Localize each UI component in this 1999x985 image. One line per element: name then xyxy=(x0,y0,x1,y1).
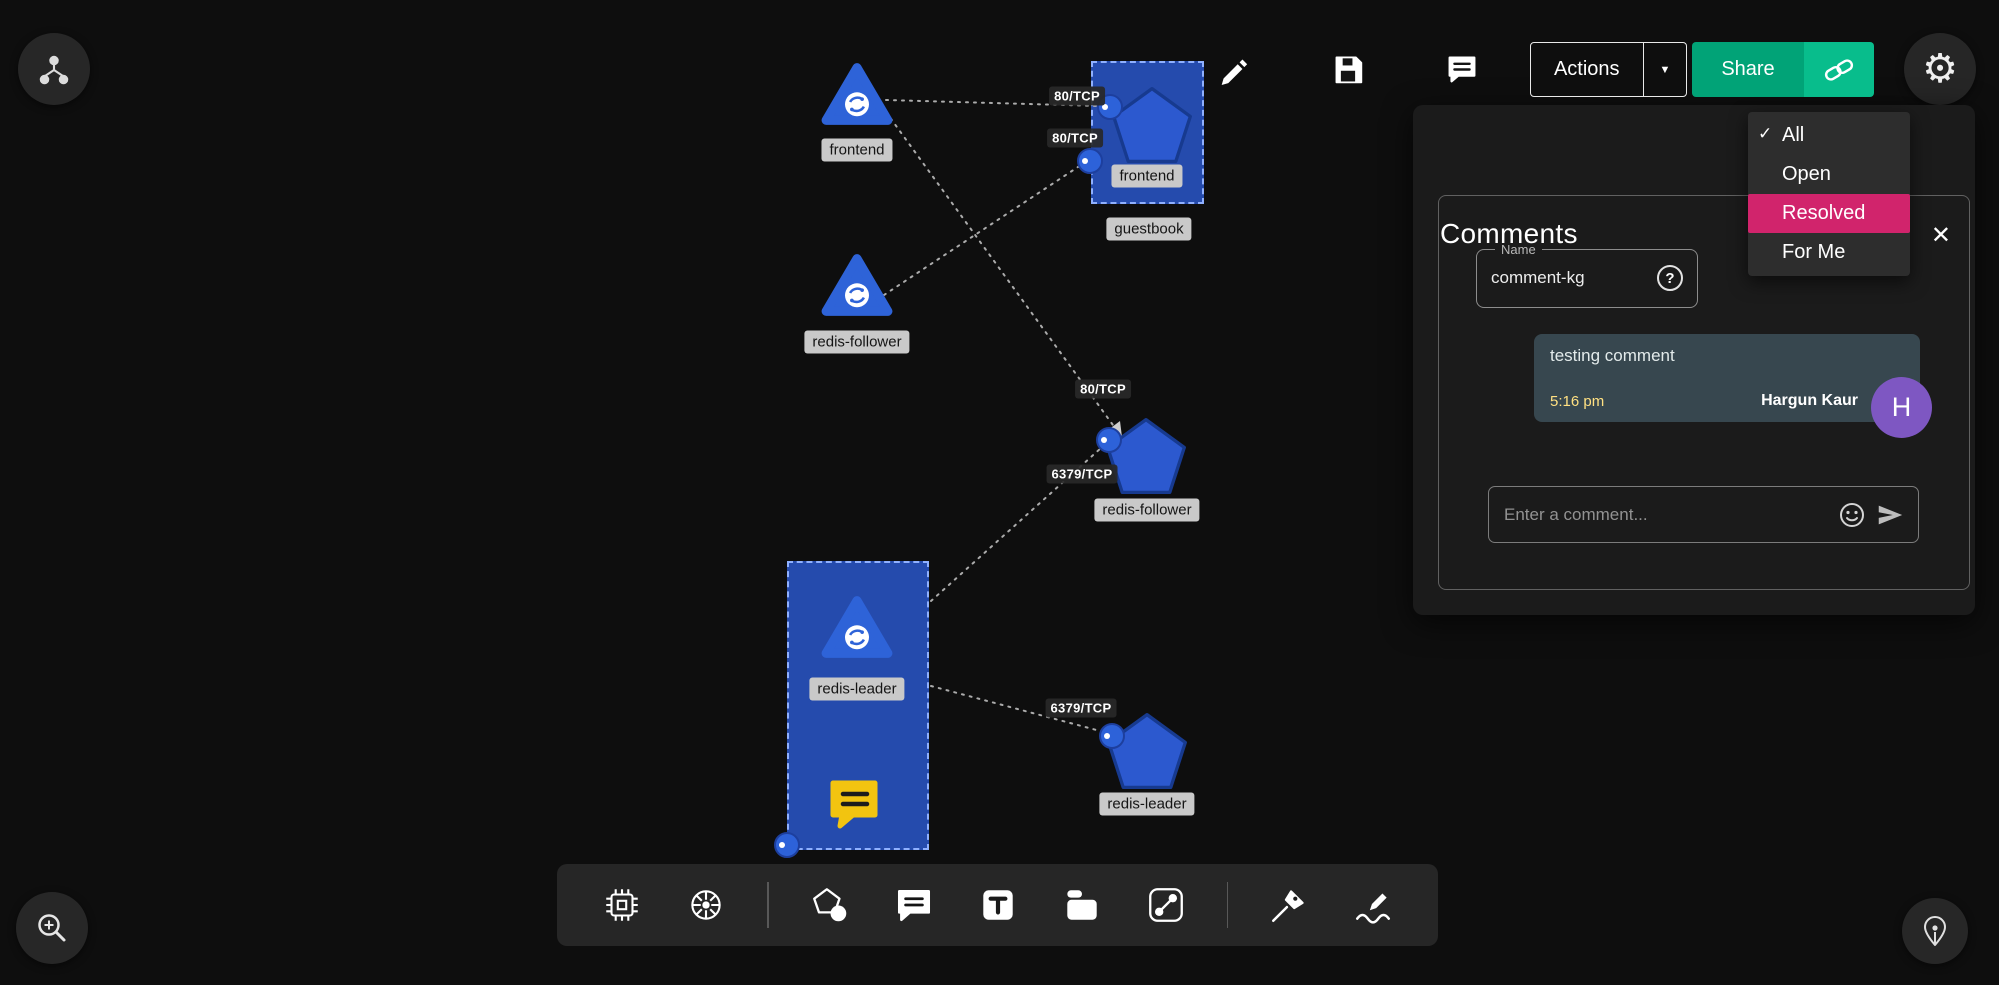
comments-panel-title: Comments xyxy=(1440,218,1578,249)
gear-icon: ⚙ xyxy=(1922,47,1958,91)
edge-label: 80/TCP xyxy=(1049,86,1105,106)
deployment-triangle-icon xyxy=(821,63,893,125)
pod-pentagon-icon xyxy=(1106,417,1186,495)
zoom-in-button[interactable] xyxy=(16,892,88,964)
port-frontend-pod-2[interactable] xyxy=(1077,148,1103,174)
actions-divider xyxy=(1642,43,1644,96)
pen-tool-icon xyxy=(1271,890,1304,923)
text-tool-icon xyxy=(982,890,1013,920)
node-label: redis-leader xyxy=(809,677,905,701)
hierarchy-view-button[interactable] xyxy=(18,33,90,105)
card-tool-icon xyxy=(1066,890,1097,920)
node-redis-leader-deployment[interactable] xyxy=(820,595,894,664)
comment-card[interactable]: testing comment 5:16 pm Hargun Kaur xyxy=(1534,334,1920,422)
comment-tool-icon xyxy=(897,890,930,922)
edge-label: 80/TCP xyxy=(1047,128,1103,148)
chip-icon xyxy=(606,889,638,921)
pod-pentagon-icon xyxy=(1112,86,1192,164)
node-redis-follower-deployment[interactable] xyxy=(820,253,894,322)
actions-button[interactable]: Actions ▼ xyxy=(1530,42,1687,97)
settings-button[interactable]: ⚙ xyxy=(1904,33,1976,105)
share-button[interactable]: Share xyxy=(1692,42,1874,97)
pencil-icon xyxy=(1221,59,1248,86)
port-redis-follower-pod[interactable] xyxy=(1096,427,1122,453)
edge-label: 6379/TCP xyxy=(1046,464,1118,484)
node-label: redis-leader xyxy=(1099,792,1195,816)
infrastructure-tool-button[interactable] xyxy=(599,882,645,928)
pencil-tool-button[interactable] xyxy=(1350,882,1396,928)
toolbar-divider xyxy=(767,882,769,928)
pencil-scribble-icon xyxy=(1355,893,1391,924)
name-field-label: Name xyxy=(1501,242,1536,257)
pen-mode-button[interactable] xyxy=(1902,898,1968,964)
card-tool-button[interactable] xyxy=(1059,882,1105,928)
canvas-comment-pin[interactable] xyxy=(825,777,883,836)
link-icon xyxy=(1824,58,1854,81)
name-field-value[interactable]: comment-kg xyxy=(1491,268,1585,287)
deployment-triangle-icon xyxy=(821,254,893,316)
zoom-in-icon xyxy=(38,914,66,942)
kubernetes-tool-button[interactable] xyxy=(683,882,729,928)
share-link-section[interactable] xyxy=(1804,42,1874,97)
filter-item-for-me[interactable]: For Me xyxy=(1782,241,1846,263)
node-label: frontend xyxy=(1111,164,1183,188)
edge-label: 80/TCP xyxy=(1075,379,1131,399)
edit-button[interactable] xyxy=(1211,47,1255,91)
shapes-tool-button[interactable] xyxy=(807,882,853,928)
node-frontend-pod[interactable] xyxy=(1111,86,1193,169)
comment-tool-button[interactable] xyxy=(891,882,937,928)
toolbar-divider xyxy=(1226,882,1228,928)
close-icon[interactable]: ✕ xyxy=(1930,222,1951,249)
save-floppy-icon xyxy=(1335,56,1363,84)
emoji-icon[interactable] xyxy=(1838,501,1866,529)
check-icon: ✓ xyxy=(1758,124,1773,143)
comment-input[interactable] xyxy=(1489,487,1918,542)
save-button[interactable] xyxy=(1326,47,1370,91)
comment-name-field[interactable]: Name comment-kg ? xyxy=(1476,242,1698,308)
comment-input-container xyxy=(1488,486,1919,543)
connector-tool-icon xyxy=(1148,888,1183,922)
comment-author: Hargun Kaur xyxy=(1761,392,1858,409)
deployment-triangle-icon xyxy=(821,596,893,658)
filter-item-open[interactable]: Open xyxy=(1782,163,1831,185)
node-label: redis-follower xyxy=(804,330,910,354)
text-tool-button[interactable] xyxy=(975,882,1021,928)
comment-thread-container xyxy=(1438,195,1970,590)
node-label: redis-follower xyxy=(1094,498,1200,522)
connector-tool-button[interactable] xyxy=(1143,882,1189,928)
actions-label: Actions xyxy=(1553,58,1620,80)
comments-filter-menu: ✓ All Open Resolved For Me xyxy=(1748,112,1910,276)
avatar: H xyxy=(1871,377,1932,438)
comment-message: testing comment xyxy=(1550,346,1675,365)
shapes-icon xyxy=(812,888,846,922)
send-icon[interactable] xyxy=(1875,501,1905,529)
node-frontend-deployment[interactable] xyxy=(820,62,894,131)
filter-item-resolved[interactable]: Resolved xyxy=(1748,194,1910,233)
help-icon[interactable]: ? xyxy=(1657,265,1683,291)
comment-bubble-icon xyxy=(1448,56,1476,83)
kubernetes-helm-icon xyxy=(691,890,721,920)
share-label[interactable]: Share xyxy=(1692,42,1804,97)
group-label: guestbook xyxy=(1106,217,1192,241)
port-redis-leader-group[interactable] xyxy=(774,832,800,858)
bottom-toolbar xyxy=(557,864,1438,946)
comments-toggle-button[interactable] xyxy=(1440,47,1484,91)
sitemap-icon xyxy=(39,55,69,85)
node-label: frontend xyxy=(821,138,893,162)
comment-timestamp: 5:16 pm xyxy=(1550,392,1605,410)
edge-label: 6379/TCP xyxy=(1045,698,1117,718)
pen-tool-button[interactable] xyxy=(1266,882,1312,928)
fountain-pen-icon xyxy=(1924,916,1946,946)
comment-pin-icon xyxy=(830,780,878,829)
port-redis-leader-pod[interactable] xyxy=(1099,723,1125,749)
chevron-down-icon[interactable]: ▼ xyxy=(1659,63,1671,76)
filter-item-all[interactable]: ✓ All xyxy=(1758,124,1805,146)
